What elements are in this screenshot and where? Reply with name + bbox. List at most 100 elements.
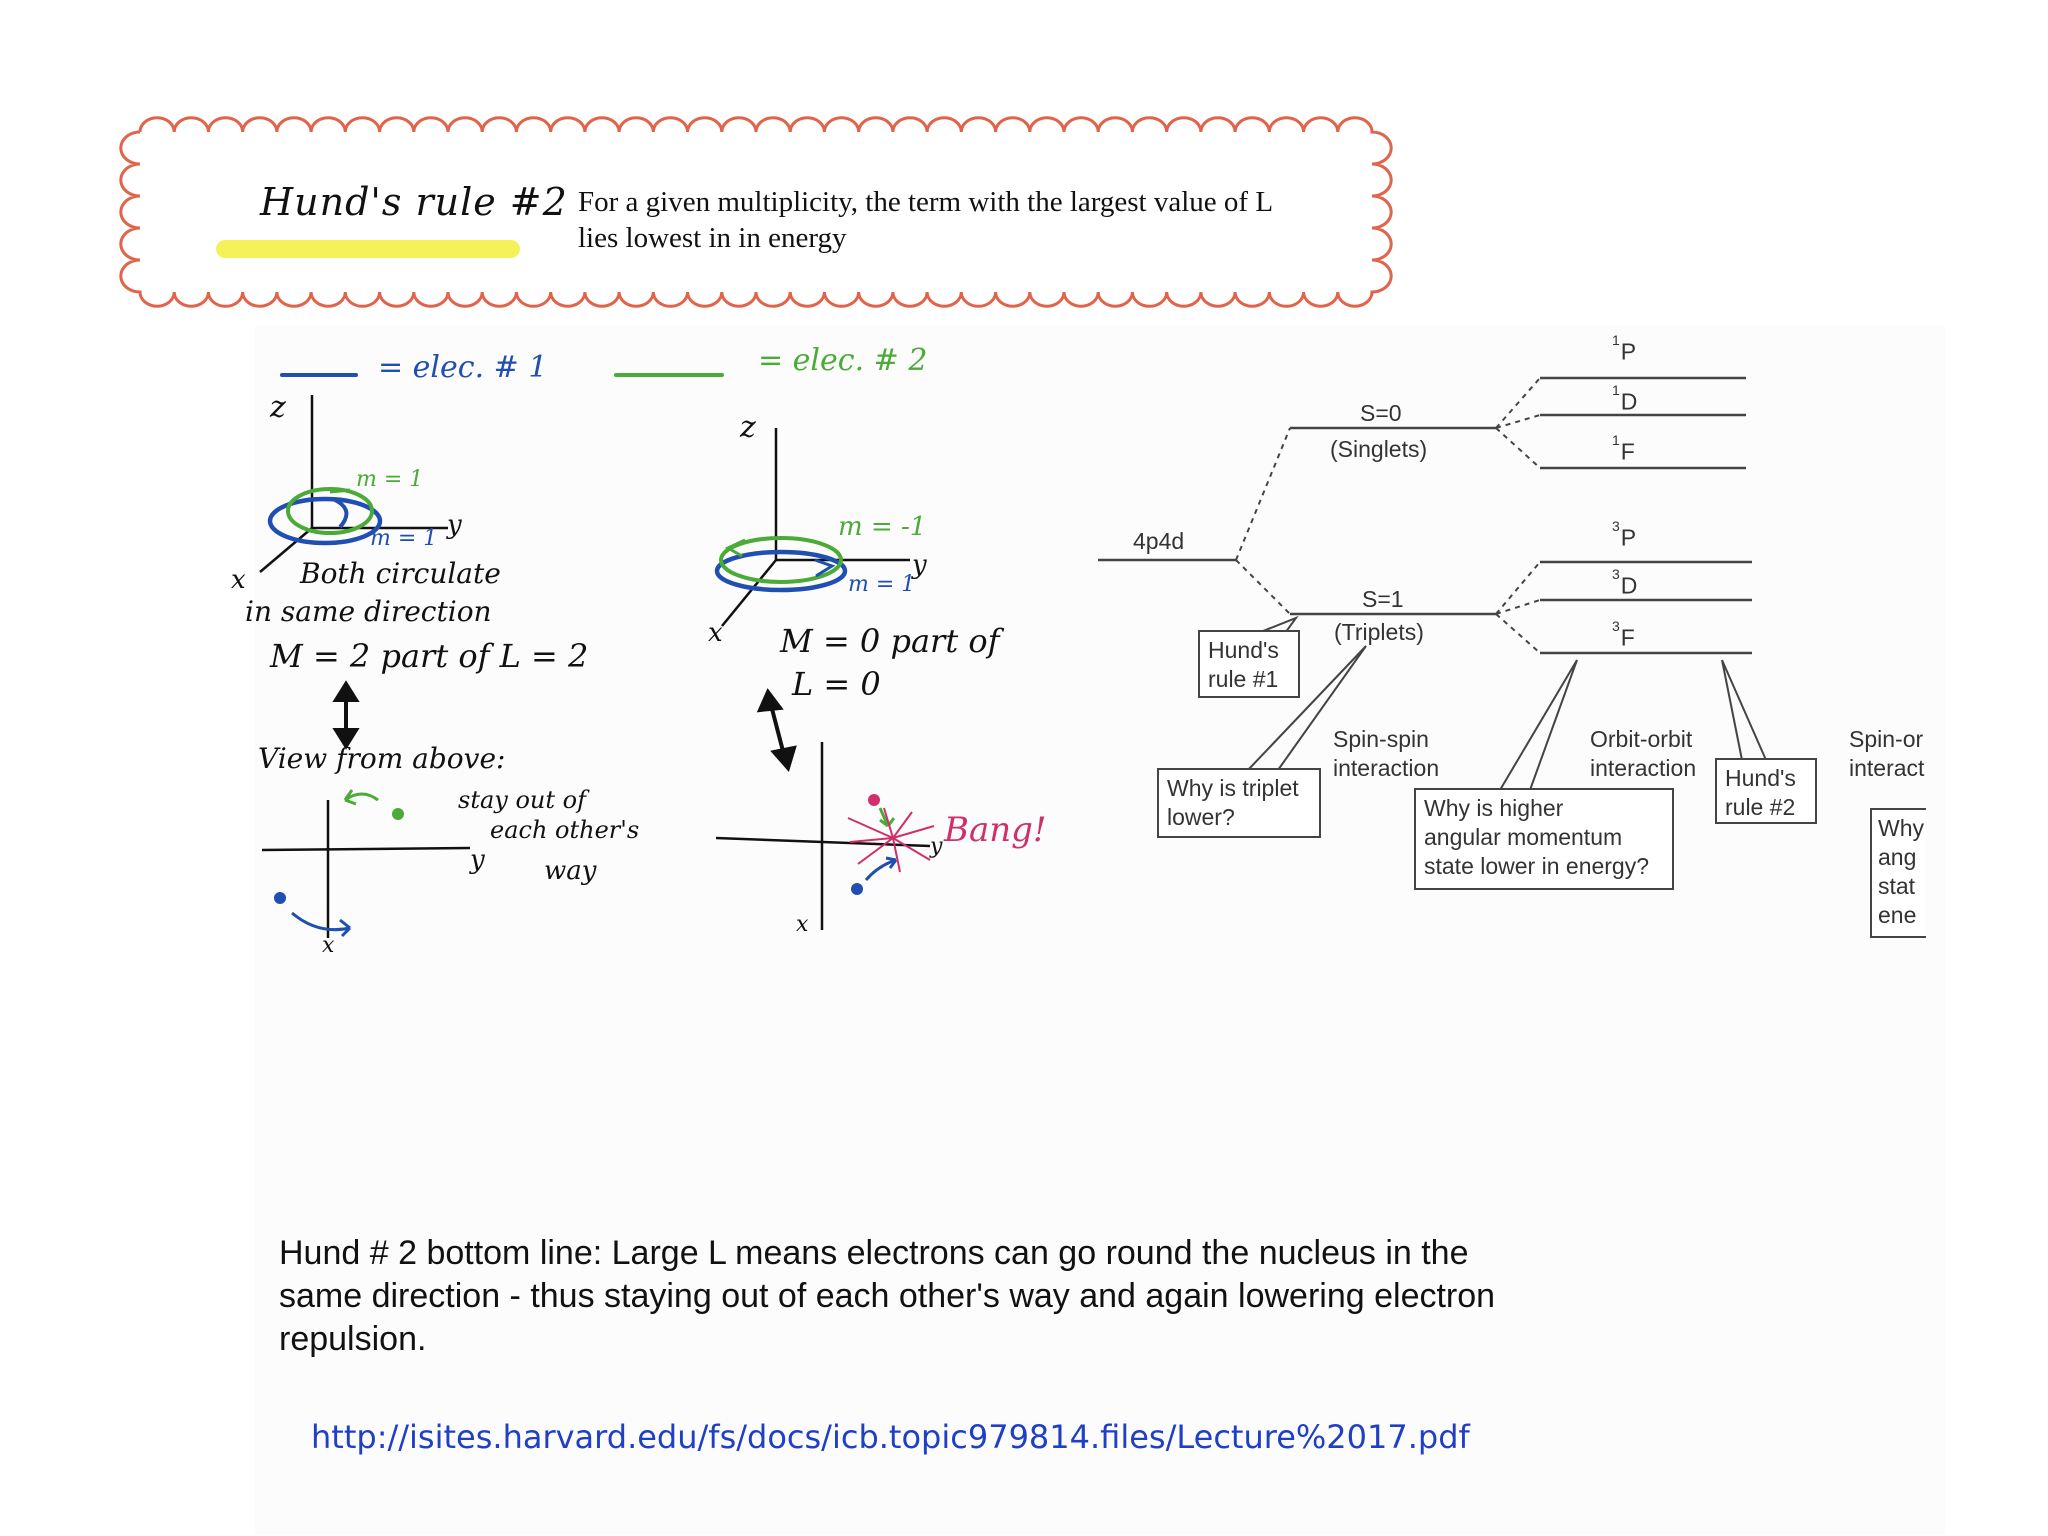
triplet-label: S=1 <box>1362 586 1404 612</box>
term-1P-mult: 1 <box>1612 332 1620 348</box>
term-3P: 3P <box>1612 518 1637 552</box>
view-left-axis-y: y <box>470 845 485 875</box>
term-3P-mult: 3 <box>1612 518 1620 534</box>
term-1D: 1D <box>1612 382 1638 416</box>
term-1P: 1P <box>1612 332 1637 366</box>
bang-burst <box>847 807 935 873</box>
term-3D-L: D <box>1620 572 1638 599</box>
term-3D-mult: 3 <box>1612 566 1620 582</box>
left-orbit-green <box>286 487 374 535</box>
triplet-sublabel: (Triplets) <box>1334 619 1424 645</box>
rule-statement-line-2: lies lowest in in energy <box>578 222 847 254</box>
right-orbit-arrow-blue <box>814 558 836 578</box>
left-note-line2: in same direction <box>245 595 492 628</box>
term-1F-L: F <box>1620 438 1635 465</box>
hund2-line-1: Hund's <box>1725 765 1796 791</box>
right-orbit-green <box>719 536 843 584</box>
view-left-axes <box>261 800 471 938</box>
hund1-line-1: Hund's <box>1208 637 1279 663</box>
why-higher-line-2: angular momentum <box>1424 824 1623 850</box>
why-higher-line-3: state lower in energy? <box>1424 853 1650 879</box>
term-3P-L: P <box>1620 524 1637 551</box>
view-left-note-line3: way <box>544 856 597 886</box>
right-m-green: m = -1 <box>838 512 927 542</box>
view-left-note-line1: stay out of <box>458 786 586 814</box>
view-right-blue-electron <box>851 883 863 895</box>
spin-orbit-line-1: Spin-or <box>1849 726 1924 752</box>
spin-orbit-cut-label: Spin-or interact <box>1845 718 1925 788</box>
right-result-line1: M = 0 part of <box>780 622 1000 660</box>
view-right-green-electron <box>868 794 880 806</box>
view-left-green-arrow <box>343 789 379 806</box>
right-result-line2: L = 0 <box>792 665 881 703</box>
view-left-green-electron <box>392 808 404 820</box>
view-left-blue-electron <box>274 892 286 904</box>
left-axis-z: z <box>270 390 286 425</box>
left-axis-x: x <box>231 565 246 595</box>
orbit-orbit-line-1: Orbit-orbit <box>1590 726 1693 752</box>
orbit-orbit-line-2: interaction <box>1590 755 1697 781</box>
hund2-box: Hund's rule #2 <box>1715 758 1817 824</box>
left-orbit-blue <box>267 496 383 546</box>
legend-elec2-label: = elec. # 2 <box>758 343 928 378</box>
bottom-line-text: Hund # 2 bottom line: Large L means elec… <box>279 1232 1679 1361</box>
content-panel <box>255 325 1945 1535</box>
right-orbit-blue <box>714 549 848 593</box>
spin-orbit-line-2: interact <box>1849 755 1925 781</box>
hund2-line-2: rule #2 <box>1725 794 1796 820</box>
why-cut-line-2: ang <box>1878 844 1917 870</box>
spin-spin-line-1: Spin-spin <box>1333 726 1429 752</box>
term-3D: 3D <box>1612 566 1638 600</box>
view-from-above-label: View from above: <box>258 742 506 775</box>
singlet-label: S=0 <box>1360 400 1402 426</box>
left-m-green: m = 1 <box>356 467 424 492</box>
term-1D-mult: 1 <box>1612 382 1620 398</box>
why-higher-box: Why is higher angular momentum state low… <box>1414 788 1674 890</box>
right-m-blue: m = 1 <box>848 572 916 597</box>
left-orbit-arrow-blue <box>334 498 349 529</box>
left-double-arrow <box>332 680 360 750</box>
left-note-line1: Both circulate <box>300 557 501 590</box>
bang-label: Bang! <box>944 810 1047 850</box>
left-m-blue: m = 1 <box>370 526 438 551</box>
why-triplet-line-2: lower? <box>1167 804 1235 830</box>
term-1D-L: D <box>1620 388 1638 415</box>
legend-elec1-label: = elec. # 1 <box>378 350 548 385</box>
why-triplet-box: Why is triplet lower? <box>1157 768 1321 838</box>
view-right-blue-arrow <box>864 856 898 881</box>
right-axis-x: x <box>708 618 723 648</box>
right-axis-y: y <box>912 550 927 580</box>
left-result: M = 2 part of L = 2 <box>270 637 589 675</box>
why-cut-line-4: ene <box>1878 902 1917 928</box>
left-orbit-arrow-green <box>329 488 351 494</box>
bottom-line-3: repulsion. <box>279 1320 427 1358</box>
rule-statement: For a given multiplicity, the term with … <box>578 184 1338 256</box>
source-link[interactable]: http://isites.harvard.edu/fs/docs/icb.to… <box>311 1418 1470 1456</box>
right-axis-z: z <box>740 410 756 445</box>
why-cut-line-3: stat <box>1878 873 1916 899</box>
rule-title: Hund's rule #2 <box>260 180 568 224</box>
why-triplet-line-1: Why is triplet <box>1167 775 1299 801</box>
view-right-axis-x: x <box>796 912 809 937</box>
bottom-line-2: same direction - thus staying out of eac… <box>279 1277 1496 1315</box>
title-highlight <box>216 240 520 258</box>
term-3F: 3F <box>1612 618 1635 652</box>
right-orbit-arrow-green <box>724 538 746 558</box>
why-higher-line-1: Why is higher <box>1424 795 1564 821</box>
config-label: 4p4d <box>1133 528 1185 554</box>
singlet-sublabel: (Singlets) <box>1330 436 1428 462</box>
term-3F-L: F <box>1620 624 1635 651</box>
rule-statement-line-1: For a given multiplicity, the term with … <box>578 186 1274 218</box>
why-cut-line-1: Why <box>1878 815 1924 841</box>
term-1P-L: P <box>1620 338 1637 365</box>
view-right-axis-y: y <box>930 834 943 859</box>
view-left-blue-arrow <box>291 911 352 938</box>
bottom-line-1: Hund # 2 bottom line: Large L means elec… <box>279 1234 1469 1272</box>
view-left-note-line2: each other's <box>490 816 640 844</box>
term-3F-mult: 3 <box>1612 618 1620 634</box>
term-1F: 1F <box>1612 432 1635 466</box>
spin-spin-line-2: interaction <box>1333 755 1440 781</box>
